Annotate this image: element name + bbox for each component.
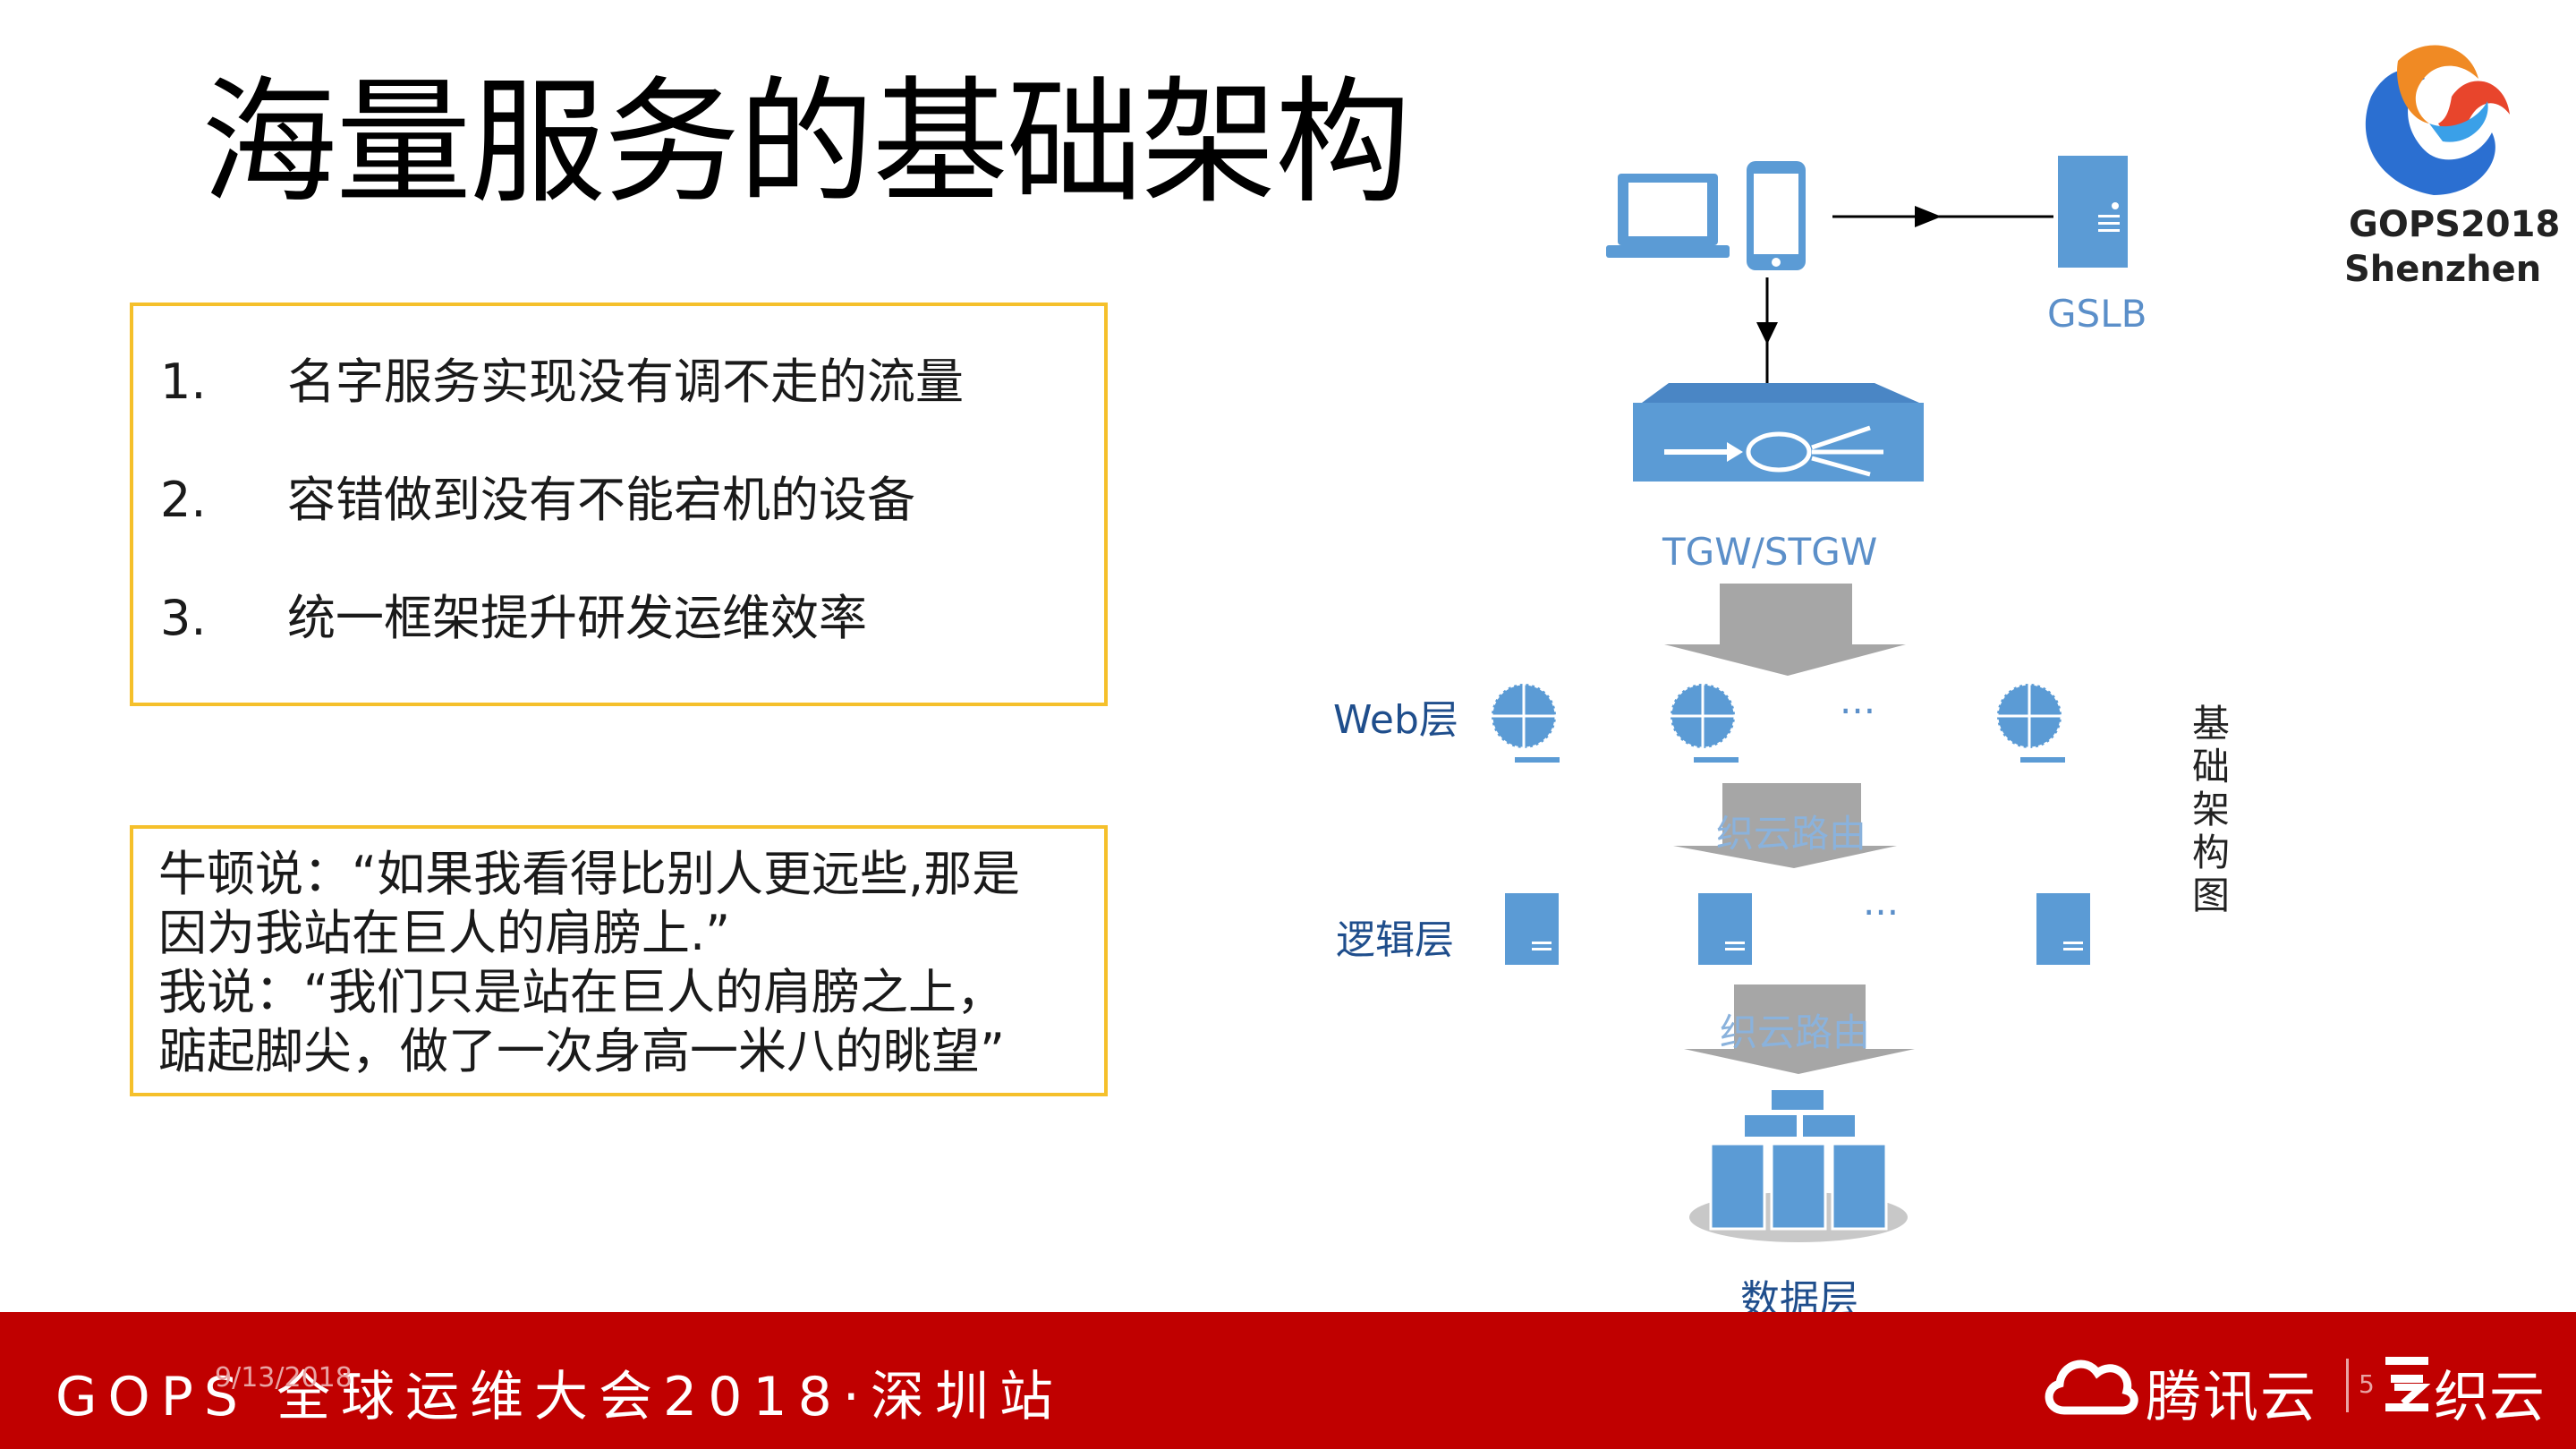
list-item-number: 3. [160, 590, 207, 646]
zhiyun-logo-icon [2385, 1357, 2431, 1411]
logo-city-text: Shenzhen [2344, 249, 2542, 290]
router-label: 织云路由 [1716, 812, 1867, 856]
flow-arrow [1684, 984, 1915, 1074]
ellipsis-logic: ··· [1863, 891, 1900, 934]
flow-arrow [1664, 584, 1906, 676]
gops-logo-icon [2365, 45, 2510, 195]
zhiyun-text: 织云 [2434, 1364, 2546, 1429]
logo-year-text: GOPS2018 [2349, 204, 2561, 245]
logic-layer-label: 逻辑层 [1336, 917, 1454, 963]
architecture-diagram [1490, 156, 2128, 1242]
footer-divider [2346, 1359, 2349, 1412]
web-layer-label: Web层 [1333, 697, 1458, 743]
web-server-icon [1669, 682, 1739, 763]
gslb-label: GSLB [2047, 292, 2147, 336]
list-item-text: 容错做到没有不能宕机的设备 [287, 472, 915, 528]
ellipsis-web: ··· [1840, 689, 1876, 733]
key-points-box: 1. 名字服务实现没有调不走的流量 2. 容错做到没有不能宕机的设备 3. 统一框架提… [130, 303, 1108, 706]
list-item-number: 2. [160, 472, 207, 528]
list-item: 2. 容错做到没有不能宕机的设备 [160, 460, 915, 531]
slide-title: 海量服务的基础架构 [201, 64, 1411, 222]
footer-date: 9/13/2018 [215, 1362, 353, 1394]
footer-bar [0, 1312, 2576, 1449]
web-server-icon [1995, 682, 2065, 763]
list-item-text: 统一框架提升研发运维效率 [287, 590, 867, 646]
quote-line: 牛顿说：“如果我看得比别人更远些,那是 [158, 846, 1021, 902]
logic-server-icon [2036, 893, 2090, 965]
database-cluster-icon [1689, 1090, 1908, 1242]
gslb-server-icon [2058, 156, 2128, 268]
list-item: 3. 统一框架提升研发运维效率 [160, 578, 867, 649]
quote-line: 因为我站在巨人的肩膀上.” [158, 905, 731, 961]
vertical-diagram-label: 基础架构图 [2191, 702, 2230, 917]
quote-line: 我说：“我们只是站在巨人的肩膀之上， [158, 964, 1005, 1020]
web-server-icon [1490, 682, 1560, 763]
list-item-text: 名字服务实现没有调不走的流量 [287, 354, 964, 410]
logic-server-icon [1505, 893, 1559, 965]
tgw-label: TGW/STGW [1662, 530, 1878, 574]
list-item: 1. 名字服务实现没有调不走的流量 [160, 342, 964, 413]
laptop-icon [1606, 174, 1730, 258]
quote-line: 踮起脚尖，做了一次身高一米八的眺望” [158, 1023, 1005, 1079]
tencent-cloud-logo-icon [2045, 1360, 2138, 1415]
flow-arrow [1673, 783, 1897, 868]
tencent-cloud-text: 腾讯云 [2146, 1364, 2318, 1429]
slide-number: 5 [2359, 1369, 2375, 1399]
list-item-number: 1. [160, 354, 207, 410]
router-label: 织云路由 [1720, 1010, 1871, 1054]
quote-box: 牛顿说：“如果我看得比别人更远些,那是 因为我站在巨人的肩膀上.” 我说：“我们… [130, 825, 1108, 1096]
logic-server-icon [1698, 893, 1752, 965]
footer-event-title: GOPS 全球运维大会2018·深圳站 [55, 1366, 1064, 1428]
phone-icon [1747, 161, 1806, 270]
load-balancer-icon [1633, 383, 1924, 482]
